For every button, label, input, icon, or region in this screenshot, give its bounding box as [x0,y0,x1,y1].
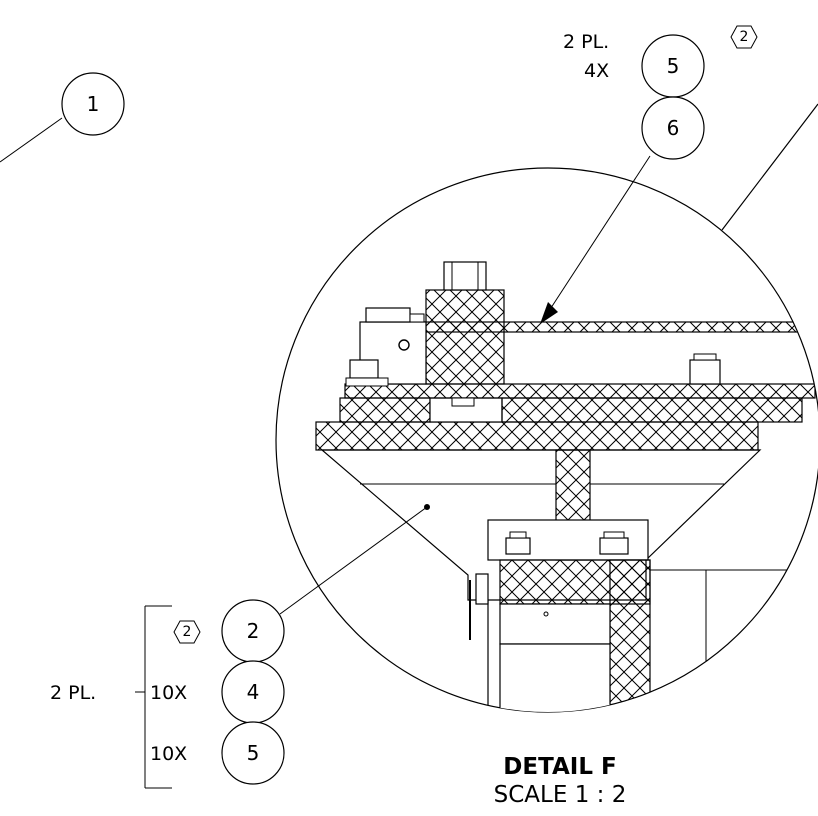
leader-6-arrow [540,302,558,324]
balloon-5-top-label: 5 [667,54,680,78]
leader-2 [279,506,428,615]
note-2-pl-top: 2 PL. [563,31,609,53]
balloon-2-label: 2 [247,619,260,643]
note-2-pl-left: 2 PL. [50,682,96,704]
balloon-5-top[interactable]: 5 [641,34,705,98]
note-10x-a: 10X [150,682,187,704]
leader-1 [0,117,63,163]
revision-flag-left-label: 2 [183,624,192,640]
balloon-1-label: 1 [87,92,100,116]
note-4x: 4X [584,60,609,82]
balloon-5-bottom-label: 5 [247,741,260,765]
assembly-section [315,261,818,712]
balloon-6-label: 6 [667,116,680,140]
balloon-6[interactable]: 6 [641,96,705,160]
balloon-1[interactable]: 1 [61,72,125,136]
quantity-bracket [135,605,172,789]
leader-2-dot [424,504,430,510]
balloon-2[interactable]: 2 [221,599,285,663]
leader-6 [546,155,651,315]
revision-flag-top-label: 2 [740,29,749,45]
detail-leader [721,103,818,231]
balloon-4-label: 4 [247,680,260,704]
detail-title: DETAIL F [503,754,616,780]
revision-flag-top: 2 [730,25,758,49]
note-10x-b: 10X [150,743,187,765]
balloon-5-bottom[interactable]: 5 [221,721,285,785]
detail-scale: SCALE 1 : 2 [494,782,627,808]
revision-flag-left: 2 [173,620,201,644]
balloon-4[interactable]: 4 [221,660,285,724]
